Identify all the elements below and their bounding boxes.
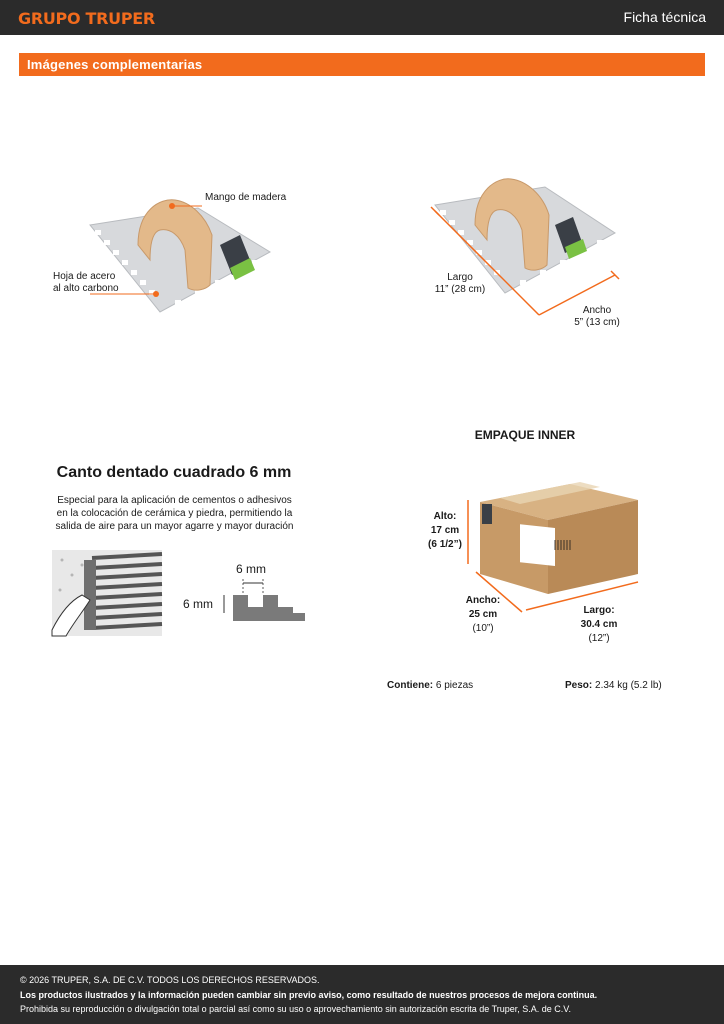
alto-dimension: Alto: 17 cm (6 1/2”) (418, 510, 472, 552)
ancho-box-value: 25 cm (468, 609, 498, 620)
ancho-label: Ancho (582, 305, 612, 316)
footer-copyright: © 2026 TRUPER, S.A. DE C.V. TODOS LOS DE… (20, 975, 320, 985)
blade-callout-line2: al alto carbono (53, 283, 119, 294)
tooth-height-label: 6 mm (183, 597, 213, 611)
footer-bar: © 2026 TRUPER, S.A. DE C.V. TODOS LOS DE… (0, 965, 724, 1024)
footer-prohibition: Prohibida su reproducción o divulgación … (20, 1004, 571, 1014)
largo-box-label: Largo: (583, 605, 615, 616)
largo-label: Largo (447, 272, 473, 283)
contiene-info: Contiene: 6 piezas (387, 680, 473, 691)
handle-callout: Mango de madera (205, 192, 287, 203)
contiene-label: Contiene: (387, 680, 434, 691)
trowel-application-illustration (51, 550, 163, 637)
tooth-width-label: 6 mm (236, 562, 266, 576)
canto-description: Especial para la aplicación de cementos … (55, 495, 294, 532)
canto-title: Canto dentado cuadrado 6 mm (56, 464, 292, 481)
ancho-value: 5” (574, 317, 584, 328)
contiene-value: 6 piezas (435, 680, 474, 691)
alto-value: 17 cm (430, 525, 460, 536)
trowel-dimensions-image (430, 178, 620, 316)
section-title: Imágenes complementarias (27, 57, 203, 72)
shipping-box-image (467, 482, 639, 613)
ancho-metric: (13 cm) (585, 317, 620, 328)
largo-dimension: Largo 11” (28 cm) (432, 272, 488, 296)
empaque-title: EMPAQUE INNER (474, 428, 576, 442)
largo-value: 11” (434, 284, 449, 295)
largo-box-value: 30.4 cm (580, 619, 618, 630)
ancho-box-label: Ancho: (465, 595, 501, 606)
document-type-label: Ficha técnica (623, 9, 706, 25)
tooth-profile-diagram (223, 579, 305, 621)
largo-metric: (28 cm) (451, 284, 486, 295)
footer-notice: Los productos ilustrados y la informació… (20, 990, 598, 1000)
ancho-box-imperial: (10”) (472, 623, 494, 634)
trowel-product-image (89, 199, 271, 313)
peso-value: 2.34 kg (5.2 lb) (595, 680, 662, 691)
section-header-bar: Imágenes complementarias (19, 53, 705, 76)
largo-box-imperial: (12”) (588, 633, 610, 644)
alto-label: Alto: (433, 511, 457, 522)
blade-callout-line1: Hoja de acero (53, 271, 116, 282)
peso-info: Peso: 2.34 kg (5.2 lb) (565, 680, 662, 691)
largo-box-dimension: Largo: 30.4 cm (12”) (572, 604, 626, 646)
top-header-bar: GRUPO TRUPER Ficha técnica (0, 0, 724, 35)
ancho-dimension: Ancho 5” (13 cm) (570, 305, 624, 329)
alto-imperial: (6 1/2”) (428, 539, 462, 550)
brand-logo[interactable]: GRUPO TRUPER (18, 9, 155, 28)
peso-label: Peso: (565, 680, 593, 691)
ancho-box-dimension: Ancho: 25 cm (10”) (458, 594, 508, 636)
